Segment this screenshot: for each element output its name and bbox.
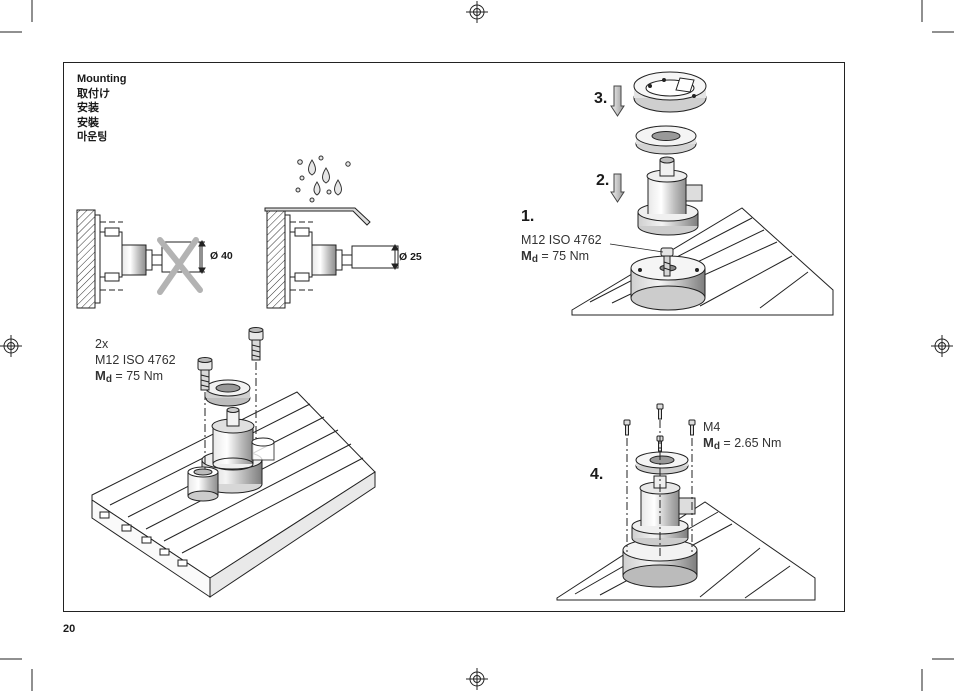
content-frame xyxy=(63,62,845,612)
step4-callout-torque: Md = 2.65 Nm xyxy=(703,435,782,452)
step1-callout-screw: M12 ISO 4762 xyxy=(521,233,602,247)
diameter-label-correct: Ø 25 xyxy=(399,251,422,263)
left-callout: 2x M12 ISO 4762 Md = 75 Nm xyxy=(95,336,176,388)
diameter-label-wrong: Ø 40 xyxy=(210,250,233,262)
leader-step1 xyxy=(609,243,664,253)
step4-callout-screw: M4 xyxy=(703,420,721,434)
heading-line-zh-cn: 安装 xyxy=(77,102,99,114)
heading-line-ko: 마운팅 xyxy=(77,131,108,143)
cross-out-icon xyxy=(157,237,203,295)
step1-callout: M12 ISO 4762 Md = 75 Nm xyxy=(521,232,602,268)
registration-mark-top xyxy=(466,1,488,23)
left-callout-count: 2x xyxy=(95,337,109,351)
heading-line-ja: 取付け xyxy=(77,87,110,100)
clamp-ring-step3 xyxy=(633,71,707,113)
down-arrow-icon-step2 xyxy=(610,173,625,203)
washer-ring-step4 xyxy=(635,451,689,475)
step-2-label: 2. xyxy=(596,172,610,189)
down-arrow-icon-step3 xyxy=(610,85,625,117)
step-1-label: 1. xyxy=(521,208,535,225)
correct-mounting-detail xyxy=(264,207,400,309)
registration-mark-left xyxy=(0,335,22,357)
page-number: 20 xyxy=(63,623,76,635)
clamp-ring-left xyxy=(187,437,275,502)
step1-callout-torque: Md = 75 Nm xyxy=(521,248,590,265)
probe-body-step2 xyxy=(637,156,703,236)
water-drops-icon xyxy=(295,155,351,203)
step-4-label: 4. xyxy=(590,466,604,483)
wrong-mounting-detail xyxy=(76,209,206,309)
washer-ring-step3 xyxy=(635,125,697,155)
heading-line-zh-tw: 安裝 xyxy=(77,116,99,129)
heading-line-en: Mounting xyxy=(77,73,127,85)
left-callout-torque: Md = 75 Nm xyxy=(95,368,164,385)
registration-mark-right xyxy=(931,335,953,357)
left-callout-screw: M12 ISO 4762 xyxy=(95,353,176,367)
step-3-label: 3. xyxy=(594,90,608,107)
step4-callout: M4 Md = 2.65 Nm xyxy=(703,419,781,455)
screw-icon-step4 xyxy=(623,403,696,558)
screw-icon-left xyxy=(197,327,264,470)
registration-mark-bottom xyxy=(466,668,488,690)
probe-body-step4 xyxy=(631,475,696,547)
section-heading: Mounting 取付け 安装 安裝 마운팅 xyxy=(77,72,126,145)
